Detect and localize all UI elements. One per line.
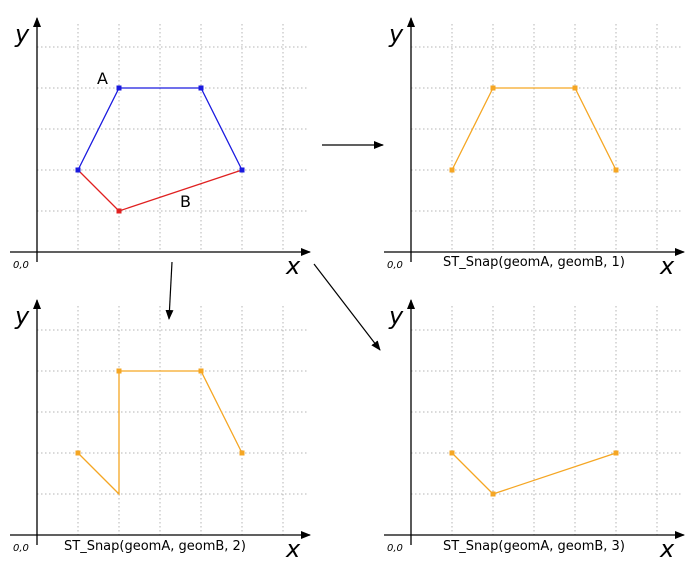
y-axis-label: y xyxy=(14,20,30,48)
snapped-vertex xyxy=(198,368,204,374)
axes xyxy=(384,299,685,545)
geom-a-vertex xyxy=(75,167,81,173)
panel-snap-tolerance-2: y x 0,0 ST_Snap(geomA, geomB, 2) xyxy=(10,299,311,563)
snapped-vertex xyxy=(490,491,496,497)
grid xyxy=(37,306,308,535)
geom-b-vertex xyxy=(116,208,122,214)
snapped-vertex xyxy=(572,85,578,91)
x-axis-label: x xyxy=(659,252,675,280)
axes xyxy=(10,299,311,545)
snapped-vertex xyxy=(75,450,81,456)
snapped-line xyxy=(77,370,243,496)
snapped-vertex xyxy=(613,167,619,173)
grid xyxy=(37,24,308,252)
geom-a-label: A xyxy=(97,69,108,88)
origin-label: 0,0 xyxy=(13,260,29,271)
flow-arrows xyxy=(165,141,384,351)
y-axis-label: y xyxy=(388,20,404,48)
panel-snap-tolerance-3: y x 0,0 ST_Snap(geomA, geomB, 3) xyxy=(384,299,685,563)
snapped-vertex xyxy=(239,450,245,456)
x-axis-label: x xyxy=(285,535,301,563)
x-axis-label: x xyxy=(285,252,301,280)
origin-label: 0,0 xyxy=(387,260,403,271)
panel-caption: ST_Snap(geomA, geomB, 2) xyxy=(64,539,246,554)
geom-a-vertex xyxy=(116,85,122,91)
geom-a-line xyxy=(77,87,243,171)
snapped-vertex xyxy=(116,368,122,374)
panel-caption: ST_Snap(geomA, geomB, 1) xyxy=(443,255,625,270)
y-axis-label: y xyxy=(14,302,30,330)
geometries xyxy=(75,85,245,214)
snapped-vertex xyxy=(490,85,496,91)
panel-snap-tolerance-1: y x 0,0 ST_Snap(geomA, geomB, 1) xyxy=(384,17,685,280)
x-axis-label: x xyxy=(659,535,675,563)
snapped-geometry xyxy=(75,368,245,496)
snapped-vertex xyxy=(449,450,455,456)
snapped-vertex xyxy=(613,450,619,456)
snapped-vertex xyxy=(449,167,455,173)
geom-a-vertex xyxy=(239,167,245,173)
geom-b-label: B xyxy=(180,192,191,211)
origin-label: 0,0 xyxy=(13,543,29,554)
grid xyxy=(411,306,682,535)
snapped-geometry xyxy=(449,85,619,173)
origin-label: 0,0 xyxy=(387,543,403,554)
geom-a-vertex xyxy=(198,85,204,91)
axes xyxy=(384,17,685,262)
arrow-to-tolerance-2 xyxy=(165,261,174,320)
arrow-to-tolerance-3 xyxy=(313,263,381,351)
panel-input: y x 0,0 A B xyxy=(10,17,311,280)
snapped-line xyxy=(451,87,617,171)
y-axis-label: y xyxy=(388,302,404,330)
panel-caption: ST_Snap(geomA, geomB, 3) xyxy=(443,539,625,554)
axes xyxy=(10,17,311,262)
snapped-geometry xyxy=(449,450,619,497)
grid xyxy=(411,24,682,252)
